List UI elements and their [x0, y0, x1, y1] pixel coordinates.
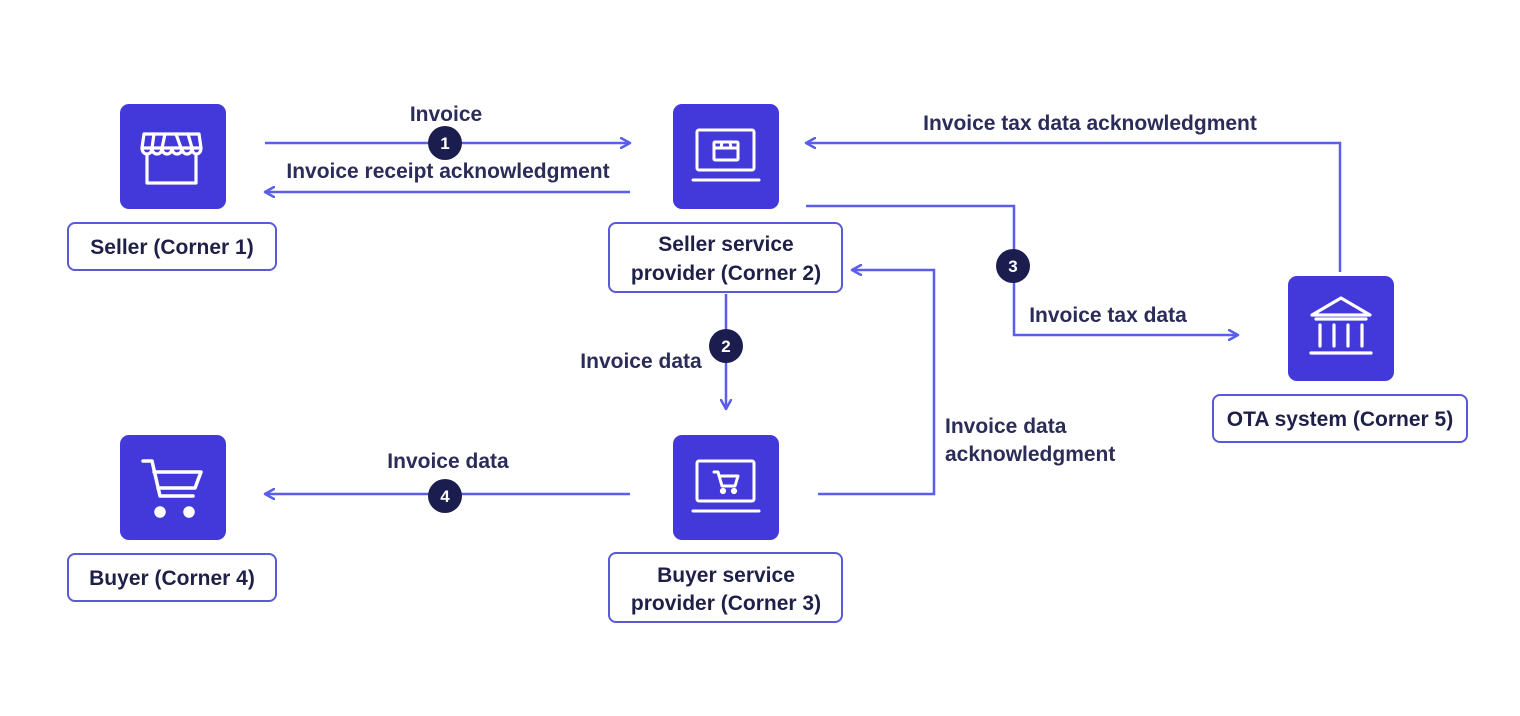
- edge-label-invoice-data-down: Invoice data: [580, 350, 702, 373]
- seller-sp-label-box: [608, 222, 843, 293]
- node-buyer-service-provider: Buyer service provider (Corner 3): [608, 435, 843, 623]
- step-number: 4: [440, 487, 450, 506]
- edge-label-data-ack-line2: acknowledgment: [945, 443, 1115, 466]
- step-badge-1: 1: [428, 126, 462, 160]
- seller-label: Seller (Corner 1): [90, 236, 253, 259]
- node-buyer: Buyer (Corner 4): [67, 435, 277, 602]
- edge-label-data-ack-line1: Invoice data: [945, 415, 1067, 438]
- government-building-icon: [1309, 296, 1373, 355]
- edge-invoice-tax-ack: [806, 143, 1342, 272]
- buyer-label-box: [67, 553, 277, 602]
- edge-invoice-data-ack: [818, 270, 936, 496]
- seller-sp-label-line1: Seller service: [658, 233, 793, 256]
- step-badge-3: 3: [996, 249, 1030, 283]
- buyer-label: Buyer (Corner 4): [89, 567, 255, 590]
- ota-label-box: [1212, 394, 1468, 443]
- edge-label-tax-data: Invoice tax data: [1029, 304, 1187, 327]
- buyer-sp-label-line1: Buyer service: [657, 564, 795, 587]
- node-seller-service-provider: Seller service provider (Corner 2): [608, 104, 843, 293]
- step-number: 1: [440, 134, 449, 153]
- laptop-cart-icon: [691, 459, 761, 513]
- edge-label-invoice-data-buyer: Invoice data: [387, 450, 509, 473]
- storefront-icon: [140, 132, 203, 185]
- ota-icon-tile: [1288, 276, 1394, 381]
- buyer-sp-label-line2: provider (Corner 3): [631, 592, 821, 615]
- edge-label-receipt-ack: Invoice receipt acknowledgment: [286, 160, 609, 183]
- buyer-sp-label-box: [608, 552, 843, 623]
- shopping-cart-icon: [141, 459, 203, 518]
- seller-label-box: [67, 222, 277, 271]
- ota-label: OTA system (Corner 5): [1227, 408, 1453, 431]
- edge-label-invoice: Invoice: [410, 103, 482, 126]
- seller-sp-label-line2: provider (Corner 2): [631, 262, 821, 285]
- seller-icon-tile: [120, 104, 226, 209]
- node-seller: Seller (Corner 1): [67, 104, 277, 271]
- step-badge-4: 4: [428, 479, 462, 513]
- step-number: 2: [721, 337, 730, 356]
- step-badge-2: 2: [709, 329, 743, 363]
- node-ota-system: OTA system (Corner 5): [1212, 276, 1468, 443]
- laptop-store-icon: [691, 128, 761, 182]
- seller-sp-icon-tile: [673, 104, 779, 209]
- edge-label-tax-ack: Invoice tax data acknowledgment: [923, 112, 1257, 135]
- step-number: 3: [1008, 257, 1017, 276]
